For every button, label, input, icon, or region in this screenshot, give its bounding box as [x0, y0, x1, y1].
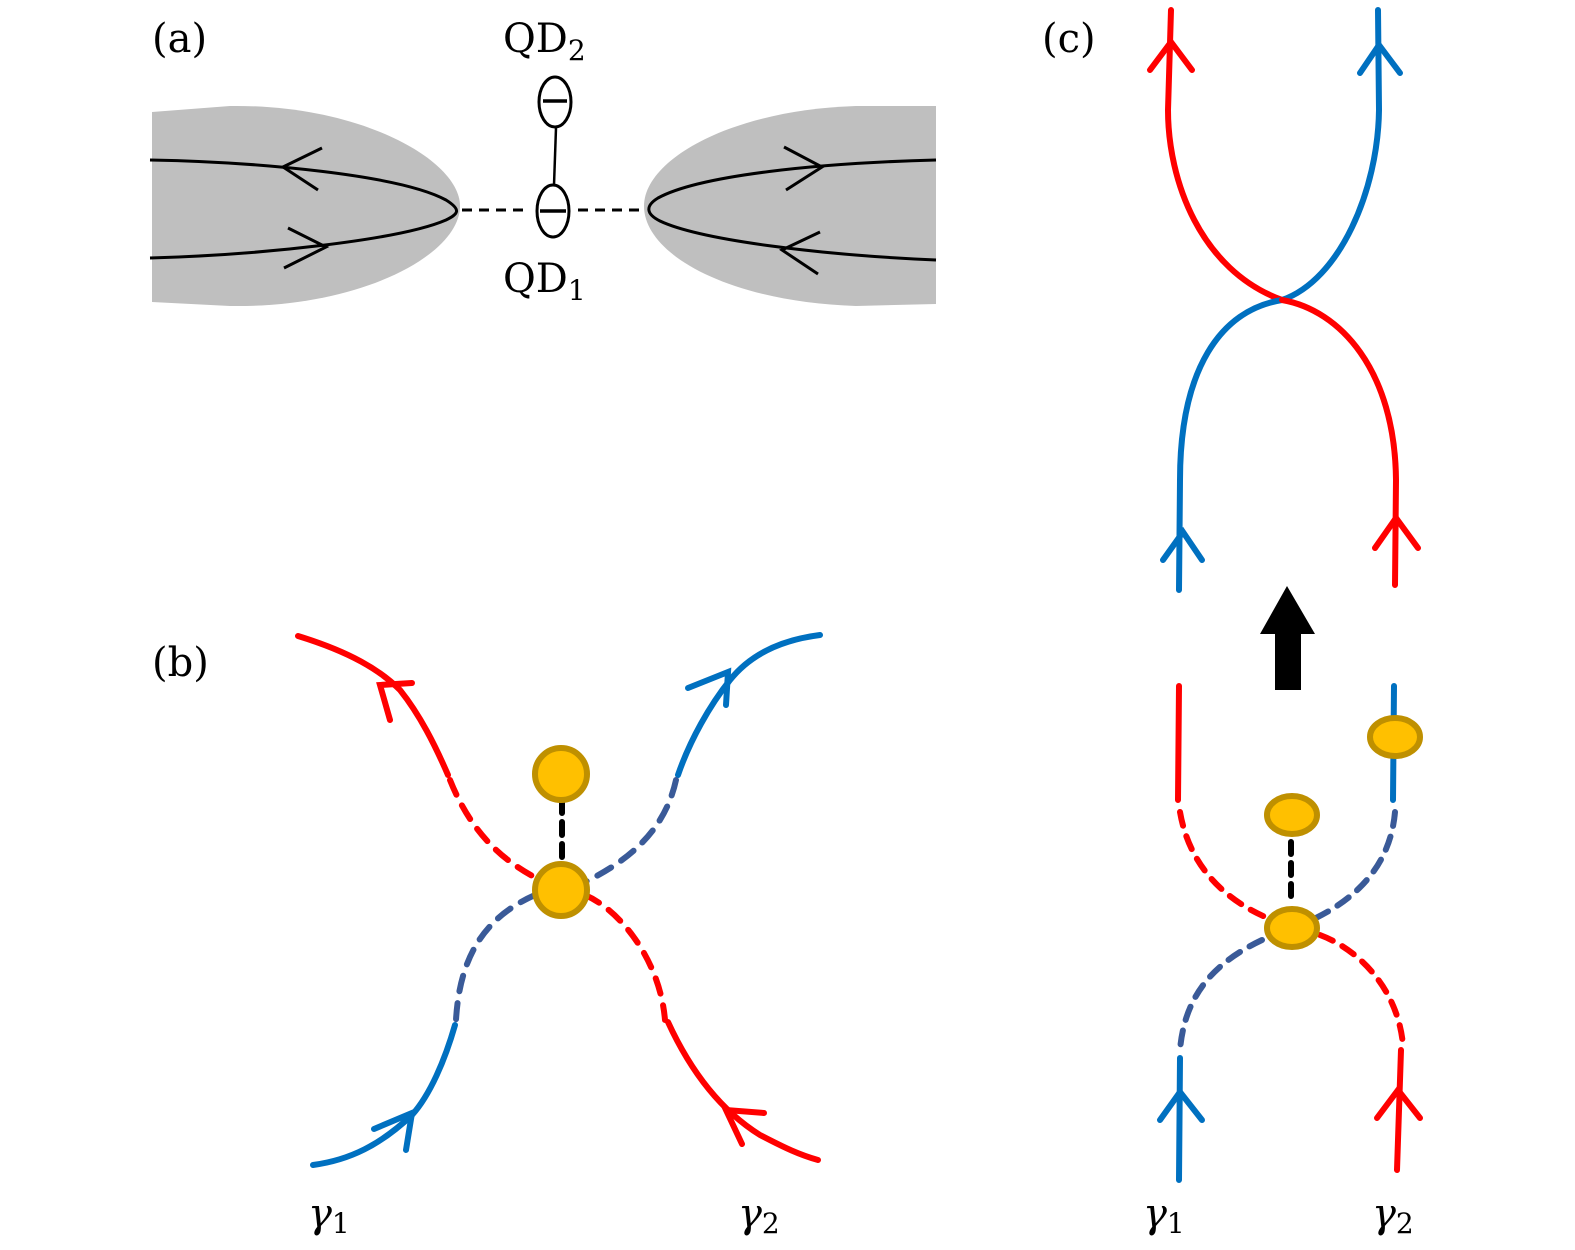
left-lower-arrow-icon: [283, 226, 330, 270]
left-lead-region: [152, 105, 460, 307]
blue-upper-arrow-icon: [685, 667, 732, 708]
blue-upper-edge-solid: [675, 632, 823, 778]
right-lower-arrow-icon: [778, 230, 821, 276]
gamma2-label: γ2: [738, 1191, 780, 1240]
red-top-arrow-icon: [1147, 37, 1195, 73]
red-lower-edge-dashed: [582, 892, 668, 1023]
panel-c-label: (c): [1042, 16, 1096, 62]
upper-quantum-dot: [532, 745, 590, 803]
panel-a: (a) QD2 QD1: [149, 16, 937, 307]
qd2-label: QD2: [503, 16, 586, 67]
blue-left-dashed: [1177, 937, 1265, 1053]
gamma1-label-c: γ1: [1143, 1191, 1185, 1240]
panel-a-label: (a): [152, 16, 207, 62]
lower-quantum-dot-c: [1264, 906, 1320, 950]
lower-quantum-dot: [532, 861, 590, 919]
blue-lower-arrow-icon: [371, 1108, 416, 1153]
side-quantum-dot: [1367, 715, 1423, 759]
left-edge-channel: [149, 158, 458, 260]
blue-right-dashed: [1297, 809, 1398, 928]
qd1-label: QD1: [503, 256, 586, 307]
red-left-solid: [1175, 683, 1182, 803]
right-edge-channel: [647, 158, 937, 262]
red-lower-arrow-icon: [721, 1106, 767, 1147]
blue-bottom-arrow-icon: [1160, 526, 1205, 563]
red-upper-edge-solid: [295, 633, 451, 778]
red-right-dashed: [1317, 932, 1406, 1048]
red-bottom-arrow-icon: [1372, 512, 1421, 551]
blue-lower-arc: [1176, 297, 1285, 593]
red-right-solid: [1394, 1047, 1404, 1173]
qd-coupling-line: [552, 127, 558, 186]
red-upper-edge-dashed: [447, 777, 543, 883]
blue-left-arrow-icon: [1157, 1086, 1205, 1123]
blue-lower-edge-dashed: [453, 892, 538, 1023]
gamma1-label: γ1: [308, 1191, 350, 1240]
right-upper-arrow-icon: [783, 145, 825, 192]
left-upper-arrow-icon: [279, 146, 323, 192]
panel-c: (c) γ1 γ2: [1042, 7, 1423, 1240]
blue-top-arrow-icon: [1357, 39, 1403, 76]
gamma2-label-c: γ2: [1372, 1191, 1414, 1240]
red-lower-arc: [1279, 297, 1400, 588]
panel-b: (b) γ1 γ2: [152, 632, 823, 1240]
blue-lower-edge-solid: [310, 1022, 458, 1168]
red-lower-edge-solid: [665, 1019, 821, 1163]
red-right-arrow-icon: [1374, 1085, 1423, 1121]
red-left-dashed: [1177, 809, 1281, 925]
blue-upper-edge-dashed: [582, 777, 679, 885]
red-upper-arc: [1164, 7, 1285, 303]
red-upper-arrow-icon: [376, 680, 415, 723]
panel-b-label: (b): [152, 640, 209, 686]
blue-upper-arc: [1279, 7, 1383, 303]
right-lead-region: [644, 106, 936, 306]
upper-quantum-dot-c: [1264, 793, 1320, 837]
transition-up-arrow-icon: [1260, 586, 1315, 690]
blue-left-solid: [1176, 1055, 1183, 1183]
